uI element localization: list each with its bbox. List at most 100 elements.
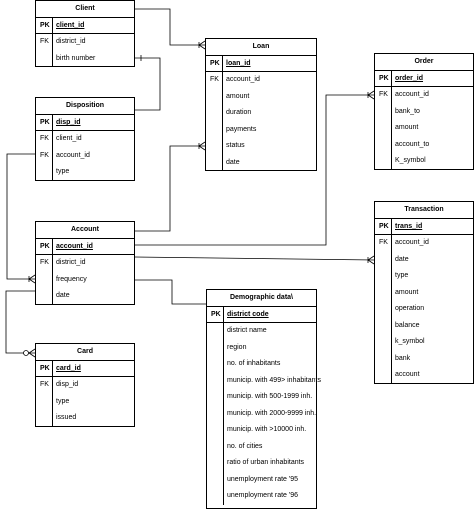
- primary-key-name: trans_id: [395, 223, 423, 230]
- field-name: amount: [226, 92, 250, 100]
- field-name: type: [56, 168, 70, 175]
- rel-disposition-account: [6, 153, 35, 280]
- key-label: FK: [210, 76, 219, 83]
- entity-title: Disposition: [36, 98, 134, 115]
- crowfoot-account-disposition: [28, 274, 36, 284]
- primary-key-name: card_id: [56, 365, 81, 372]
- key-label: FK: [40, 151, 49, 159]
- key-column-divider: [52, 377, 53, 427]
- field-name: amount: [395, 288, 419, 296]
- field-row: balance: [375, 318, 473, 335]
- field-row: K_symbol: [375, 153, 473, 170]
- field-row: type: [36, 164, 134, 181]
- primary-key-name: order_id: [395, 75, 424, 82]
- field-row: type: [375, 268, 473, 285]
- field-row: amount: [206, 89, 316, 106]
- field-row: frequency: [36, 272, 134, 289]
- entity-title: Order: [375, 54, 473, 71]
- field-row: no. of inhabitants: [207, 356, 316, 373]
- rel-client-disposition: [135, 57, 161, 111]
- field-name: municip. with 2000-9999 inh.: [227, 409, 317, 417]
- rel-account-loan: [135, 145, 205, 232]
- field-name: disp_id: [56, 381, 79, 388]
- field-row: no. of cities: [207, 439, 316, 456]
- field-name: account_id: [226, 76, 260, 83]
- field-name: municip. with >10000 inh.: [227, 426, 307, 433]
- key-label: FK: [379, 91, 388, 98]
- field-row: unemployment rate '95: [207, 472, 316, 489]
- entity-title: Demographic data\: [207, 290, 316, 307]
- field-name: ratio of urban inhabitants: [227, 459, 305, 466]
- key-column-divider: [222, 56, 223, 71]
- key-column-divider: [391, 219, 392, 234]
- key-column-divider: [52, 115, 53, 130]
- field-row: ratio of urban inhabitants: [207, 455, 316, 472]
- key-label: PK: [40, 119, 50, 126]
- field-row: account_to: [375, 137, 473, 154]
- key-column-divider: [52, 361, 53, 376]
- entity-title: Card: [36, 344, 134, 361]
- field-row: birth number: [36, 51, 134, 68]
- field-name: client_id: [56, 135, 82, 142]
- field-row: district name: [207, 323, 316, 340]
- field-row: FK account_id: [206, 72, 316, 89]
- field-name: account_id: [395, 91, 429, 98]
- field-row: amount: [375, 285, 473, 302]
- field-name: account_id: [395, 239, 429, 246]
- key-label: FK: [40, 135, 49, 142]
- entity-title: Transaction: [375, 202, 473, 219]
- crowfoot-order-account: [367, 90, 375, 100]
- key-label: PK: [211, 311, 221, 318]
- key-column-divider: [391, 235, 392, 384]
- field-row: status: [206, 138, 316, 155]
- field-name: operation: [395, 305, 425, 312]
- field-row: date: [375, 252, 473, 269]
- field-row: municip. with 499> inhabitants: [207, 373, 321, 390]
- key-column-divider: [223, 307, 224, 322]
- rel-account-card: [5, 290, 35, 354]
- field-name: unemployment rate '96: [227, 492, 298, 499]
- field-name: bank_to: [395, 107, 420, 115]
- primary-key-name: account_id: [56, 243, 93, 250]
- field-name: date: [226, 158, 240, 166]
- crowfoot-loan-client: [198, 40, 206, 50]
- field-name: type: [56, 397, 70, 405]
- field-name: no. of cities: [227, 442, 263, 450]
- key-label: PK: [40, 22, 50, 29]
- field-name: balance: [395, 321, 420, 329]
- key-label: FK: [40, 38, 49, 45]
- field-name: amount: [395, 124, 419, 131]
- crowfoot-loan-account: [198, 141, 206, 151]
- key-column-divider: [52, 255, 53, 305]
- key-label: PK: [210, 60, 220, 67]
- field-row: k_symbol: [375, 334, 473, 351]
- key-column-divider: [391, 87, 392, 170]
- key-column-divider: [52, 131, 53, 181]
- key-column-divider: [52, 239, 53, 254]
- field-name: date: [56, 292, 70, 299]
- field-name: frequency: [56, 275, 87, 283]
- entity-title: Loan: [206, 39, 316, 56]
- field-row: date: [206, 155, 316, 172]
